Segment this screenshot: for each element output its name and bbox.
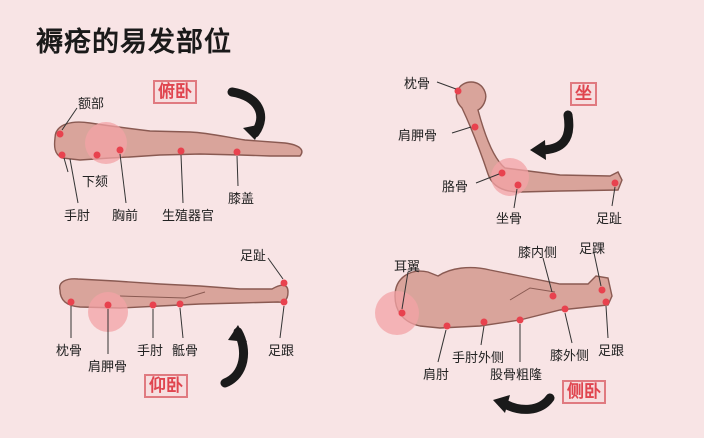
- supine-figure: [59, 257, 289, 388]
- supine-occiput-label: 枕骨: [56, 344, 83, 359]
- prone-leader-lines: [61, 107, 239, 204]
- sitting-toe-label: 足趾: [596, 212, 623, 227]
- lateral-turn-arrow: [500, 393, 555, 414]
- prone-elbow-point: [93, 151, 101, 159]
- lateral-knee-inner-label: 膝内侧: [518, 246, 558, 261]
- lateral-ankle-point: [598, 286, 606, 294]
- sitting-position-stamp: 坐: [570, 82, 597, 106]
- supine-arm-line: [119, 291, 206, 299]
- lateral-ankle-label: 足踝: [579, 242, 606, 257]
- prone-arrow-head: [243, 124, 262, 140]
- lateral-heel-point: [602, 298, 610, 306]
- lateral-knee-outer-label: 膝外侧: [550, 349, 590, 364]
- lateral-leader-lines: [401, 252, 609, 363]
- supine-heel-point: [280, 298, 288, 306]
- prone-genitals-point: [177, 147, 185, 155]
- supine-sacrum-label: 骶骨: [172, 344, 199, 359]
- sitting-hip-halo: [491, 158, 529, 196]
- lateral-heel-label: 足跟: [598, 344, 625, 359]
- supine-sacrum-point: [176, 300, 184, 308]
- prone-forehead-label: 额部: [78, 97, 105, 112]
- supine-occiput-point: [67, 298, 75, 306]
- supine-leader-lines: [70, 257, 285, 354]
- supine-elbow-point: [149, 301, 157, 309]
- lateral-figure: [375, 252, 613, 414]
- supine-heel-label: 足跟: [268, 344, 295, 359]
- prone-knee-point: [233, 148, 241, 156]
- prone-forehead-point: [56, 130, 64, 138]
- sitting-coccyx-label: 坐骨: [496, 212, 523, 227]
- lateral-knee-inner-point: [549, 292, 557, 300]
- lateral-arm-line: [509, 287, 556, 301]
- prone-chin-label: 下颏: [82, 175, 109, 190]
- sitting-leader-lines: [436, 81, 616, 209]
- sitting-ischium-point: [498, 169, 506, 177]
- sitting-occiput-point: [454, 87, 462, 95]
- prone-chest-label: 胸前: [112, 209, 139, 224]
- prone-chest-point: [116, 146, 124, 154]
- lateral-position-stamp: 侧卧: [562, 380, 606, 404]
- lateral-body: [394, 266, 613, 329]
- sitting-coccyx-point: [514, 181, 522, 189]
- page-title: 褥疮的易发部位: [36, 27, 232, 58]
- supine-toe-point: [280, 279, 288, 287]
- lateral-shoulder-label: 肩肘: [423, 368, 450, 383]
- lateral-ear-label: 耳翼: [394, 260, 421, 275]
- sitting-body: [455, 81, 623, 193]
- supine-position-stamp: 仰卧: [144, 374, 188, 398]
- sitting-figure: [436, 81, 623, 209]
- supine-scapula-point: [104, 301, 112, 309]
- sitting-scapula-label: 肩胛骨: [398, 129, 438, 144]
- supine-scapula-label: 肩胛骨: [88, 360, 128, 375]
- supine-elbow-label: 手肘: [137, 344, 164, 359]
- prone-chin-point: [58, 151, 66, 159]
- lateral-elbow-outer-label: 手肘外侧: [452, 351, 505, 366]
- prone-position-stamp: 俯卧: [153, 80, 197, 104]
- prone-genitals-label: 生殖器官: [162, 209, 215, 224]
- lateral-arrow-head: [493, 395, 510, 413]
- lateral-ear-halo: [375, 291, 419, 335]
- lateral-knee-outer-point: [561, 305, 569, 313]
- prone-knee-label: 膝盖: [228, 192, 255, 207]
- lateral-ear-point: [398, 309, 406, 317]
- sitting-scapula-point: [471, 123, 479, 131]
- sitting-toe-point: [611, 179, 619, 187]
- lateral-shoulder-point: [443, 322, 451, 330]
- lateral-trochanter-label: 股骨粗隆: [490, 368, 543, 383]
- supine-arrow-head: [228, 325, 247, 342]
- sitting-ischium-label: 胳骨: [442, 180, 469, 195]
- sitting-arrow-head: [530, 140, 546, 160]
- supine-toe-label: 足趾: [240, 249, 267, 264]
- prone-elbow-label: 手肘: [64, 209, 91, 224]
- prone-figure: [53, 87, 303, 204]
- sitting-occiput-label: 枕骨: [404, 77, 431, 92]
- lateral-trochanter-point: [516, 316, 524, 324]
- lateral-elbow-outer-point: [480, 318, 488, 326]
